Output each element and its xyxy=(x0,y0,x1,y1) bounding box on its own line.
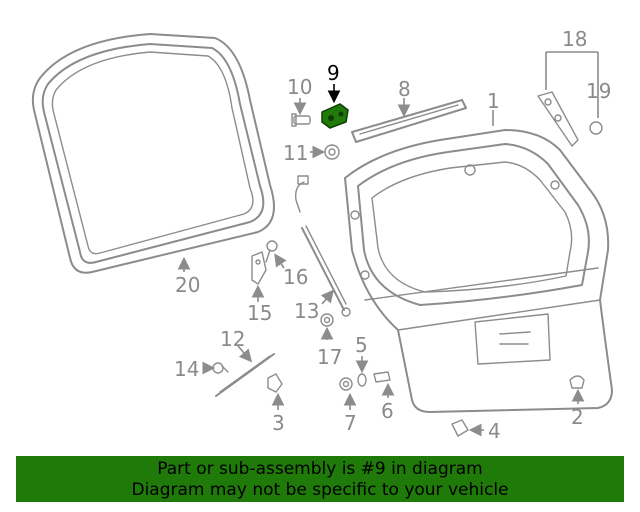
part-17-grommet xyxy=(320,313,334,327)
part-1-tailgate xyxy=(344,129,613,413)
part-11-clip xyxy=(324,144,340,160)
part-3-bracket xyxy=(267,373,283,393)
part-6-bolt xyxy=(373,371,391,383)
callout-16: 16 xyxy=(283,265,308,289)
part-10-bolt xyxy=(291,113,311,127)
parts-diagram: 1 2 3 4 5 6 7 8 9 10 11 12 13 14 15 16 1… xyxy=(31,27,613,443)
callout-5: 5 xyxy=(355,333,368,357)
callout-10: 10 xyxy=(287,75,312,99)
part-info-banner: Part or sub-assembly is #9 in diagram Di… xyxy=(16,456,624,502)
banner-line-1: Part or sub-assembly is #9 in diagram xyxy=(157,459,483,479)
callout-12: 12 xyxy=(220,327,245,351)
banner-line-2: Diagram may not be specific to your vehi… xyxy=(131,480,509,500)
part-13-strut xyxy=(294,175,351,317)
callout-7: 7 xyxy=(344,411,357,435)
part-5-washer xyxy=(357,373,367,387)
part-15-bracket xyxy=(251,251,267,285)
callout-15: 15 xyxy=(247,301,272,325)
callout-13: 13 xyxy=(294,299,319,323)
part-7-nut xyxy=(339,377,353,391)
callout-2: 2 xyxy=(571,405,584,429)
part-4-stop xyxy=(451,419,469,437)
callout-6: 6 xyxy=(381,399,394,423)
callout-4: 4 xyxy=(488,419,501,443)
part-2-cushion xyxy=(569,375,585,389)
part-18-hinge xyxy=(537,91,579,147)
callout-18: 18 xyxy=(562,27,587,51)
callout-17: 17 xyxy=(317,345,342,369)
callout-20: 20 xyxy=(175,273,200,297)
callout-14: 14 xyxy=(174,357,199,381)
part-8-garnish xyxy=(351,99,467,143)
part-12-strut xyxy=(215,353,275,397)
part-16-bolt xyxy=(265,240,278,263)
callout-19: 19 xyxy=(586,79,611,103)
part-19-cap xyxy=(589,121,603,135)
part-14-fastener xyxy=(212,362,229,374)
callout-3: 3 xyxy=(272,411,285,435)
part-9-highlighted xyxy=(321,103,349,129)
part-20-weatherstrip xyxy=(31,33,275,274)
callout-11: 11 xyxy=(283,141,308,165)
callout-8: 8 xyxy=(398,77,411,101)
callout-1: 1 xyxy=(487,89,500,113)
callout-9: 9 xyxy=(327,61,340,85)
